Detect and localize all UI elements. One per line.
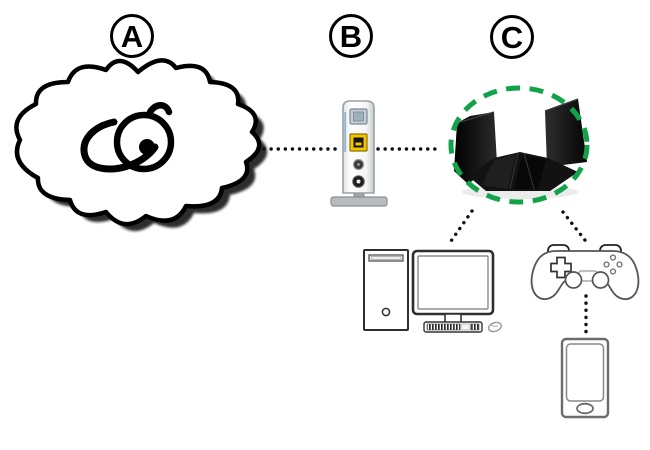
modem-ethernet-port-yellow <box>349 133 368 152</box>
smartphone-icon <box>560 337 610 419</box>
connection-lines <box>262 147 590 338</box>
modem-power-jack <box>352 175 365 188</box>
game-controller-icon <box>530 244 640 301</box>
internet-cloud-icon <box>14 58 268 232</box>
label-a-text: A <box>120 18 144 54</box>
label-b-text: B <box>339 18 363 54</box>
modem-coax-connector <box>352 158 365 171</box>
computer-tower <box>363 249 409 331</box>
orbit-dot <box>139 139 155 155</box>
label-c-text: C <box>500 19 524 55</box>
label-b-badge: B <box>329 14 373 58</box>
router-highlight-ring <box>448 85 590 205</box>
link-router-to-computer <box>447 209 474 246</box>
label-c-badge: C <box>490 15 534 59</box>
computer-mouse <box>487 321 503 333</box>
modem-stand <box>330 196 388 207</box>
computer-keyboard <box>423 321 483 333</box>
link-router-to-controller <box>561 210 590 246</box>
computer-monitor <box>411 249 495 324</box>
modem-icon <box>330 100 388 207</box>
wifi-router-icon <box>448 85 590 205</box>
controller-left-stick <box>564 271 583 289</box>
label-a-badge: A <box>110 14 154 58</box>
internet-orbit-icon <box>80 102 175 173</box>
desktop-computer-icon <box>363 249 503 333</box>
modem-ethernet-port-blue <box>349 108 368 125</box>
controller-right-stick <box>591 271 610 289</box>
phone-home-button <box>576 402 594 415</box>
controller-dpad <box>550 256 572 279</box>
controller-face-buttons <box>603 254 623 275</box>
